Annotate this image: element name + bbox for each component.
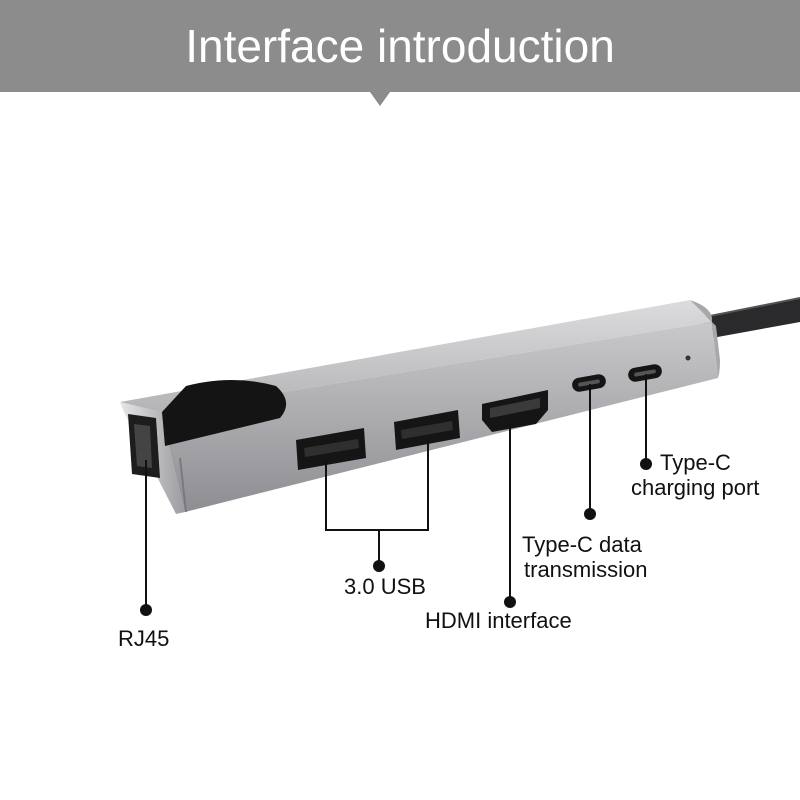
header-banner: Interface introduction — [0, 0, 800, 92]
page-title: Interface introduction — [185, 20, 615, 72]
usb-port-2 — [394, 410, 460, 450]
banner-pointer — [370, 92, 390, 106]
label-hdmi: HDMI interface — [425, 608, 572, 633]
typec-data-port — [572, 374, 606, 392]
usb-port-1 — [296, 428, 366, 470]
label-usb: 3.0 USB — [344, 574, 426, 599]
rj45-port — [128, 380, 287, 478]
label-typec-charge-line2: charging port — [631, 475, 760, 500]
led-indicator — [685, 355, 691, 361]
leader-lines — [145, 374, 647, 608]
label-typec-data-line2: transmission — [524, 557, 648, 582]
typec-charging-port — [628, 364, 662, 382]
hdmi-port — [482, 390, 548, 432]
leader-dots — [140, 458, 652, 616]
label-typec-data-line1: Type-C data — [522, 532, 642, 557]
leader-usb-bracket — [325, 440, 429, 531]
usb-c-cable — [699, 297, 800, 338]
label-typec-charge-line1: Type-C — [660, 450, 731, 475]
label-rj45: RJ45 — [118, 626, 170, 651]
